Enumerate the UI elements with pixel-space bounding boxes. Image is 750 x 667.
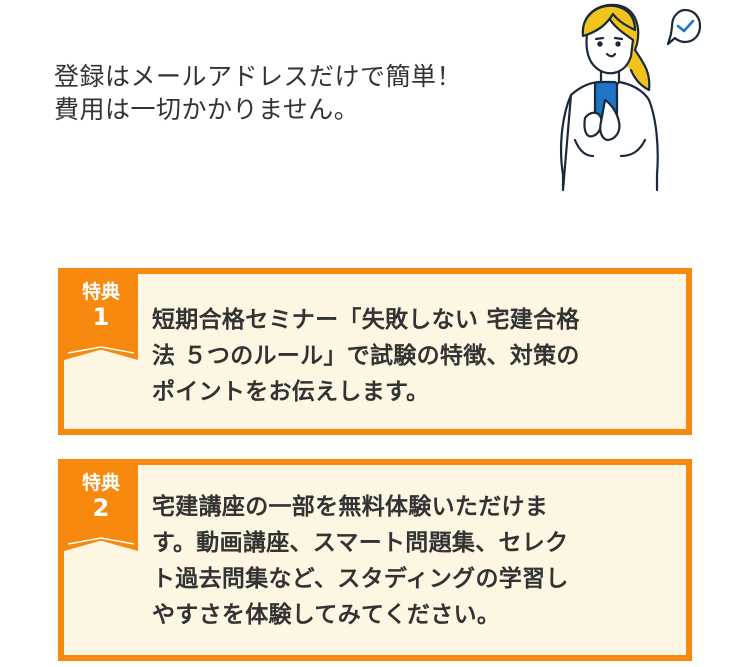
perk-box-2: 特典 2 宅建講座の一部を無料体験いただけま す。動画講座、スマート問題集、セレ… — [58, 459, 692, 661]
perk-line: 法 ５つのルール」で試験の特徴、対策の — [152, 343, 580, 369]
perk-description: 宅建講座の一部を無料体験いただけま す。動画講座、スマート問題集、セレク ト過去… — [152, 489, 682, 633]
intro-line-1: 登録はメールアドレスだけで簡単！ — [54, 62, 463, 91]
perk-badge-1: 特典 1 — [64, 274, 138, 360]
ribbon-line-icon — [68, 537, 134, 545]
perk-line: 宅建講座の一部を無料体験いただけま — [152, 494, 549, 520]
perk-line: ト過去問集など、スタディングの学習し — [152, 566, 569, 592]
badge-label: 特典 — [81, 472, 120, 494]
intro-line-2: 費用は一切かかりません。 — [54, 95, 360, 124]
perk-line: やすさを体験してみてください。 — [152, 602, 501, 628]
perk-badge-2: 特典 2 — [64, 465, 138, 551]
perk-description: 短期合格セミナー「失敗しない 宅建合格 法 ５つのルール」で試験の特徴、対策の … — [152, 302, 682, 410]
perk-line: す。動画講座、スマート問題集、セレク — [152, 530, 569, 556]
badge-number: 1 — [92, 303, 110, 331]
ribbon-line-icon — [68, 346, 134, 354]
perk-line: ポイントをお伝えします。 — [152, 379, 430, 405]
woman-with-smartphone-icon — [535, 0, 705, 195]
badge-label: 特典 — [81, 281, 120, 303]
badge-number: 2 — [92, 494, 110, 522]
intro-text: 登録はメールアドレスだけで簡単！ 費用は一切かかりません。 — [54, 60, 534, 126]
perk-box-1: 特典 1 短期合格セミナー「失敗しない 宅建合格 法 ５つのルール」で試験の特徴… — [58, 268, 692, 435]
perk-line: 短期合格セミナー「失敗しない 宅建合格 — [152, 307, 580, 333]
